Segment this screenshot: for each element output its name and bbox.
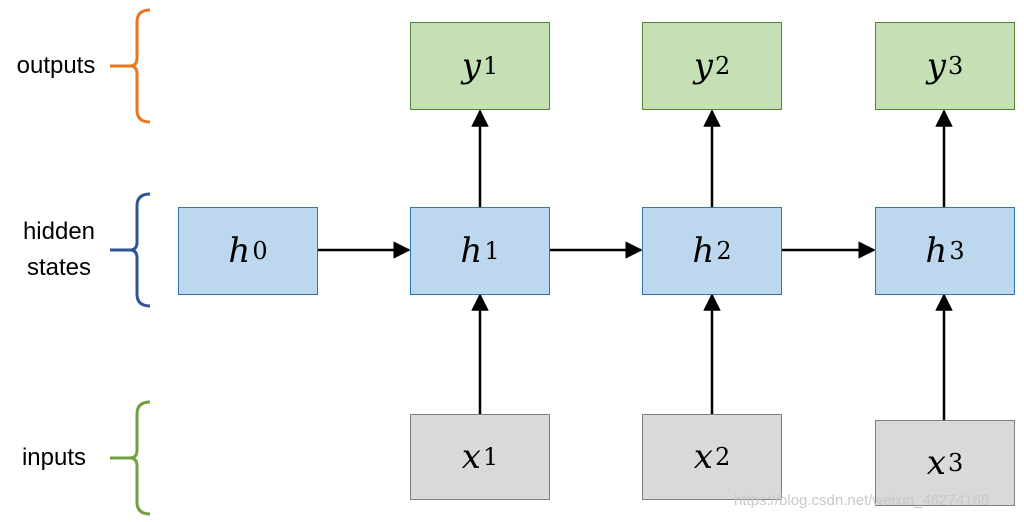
hidden-states-label: hidden states	[6, 214, 112, 286]
node-var: y	[693, 46, 713, 86]
inputs-brace	[129, 400, 151, 516]
node-subscript: 1	[484, 237, 500, 265]
node-var: h	[460, 231, 483, 271]
node-subscript: 2	[716, 237, 732, 265]
node-var: h	[692, 231, 715, 271]
outputs-brace	[129, 8, 151, 124]
node-subscript: 3	[947, 449, 964, 477]
node-var: y	[461, 46, 481, 86]
node-var: x	[461, 437, 481, 477]
node-subscript: 1	[482, 443, 499, 471]
hidden-label-line1: hidden	[22, 218, 96, 245]
node-subscript: 3	[947, 52, 964, 80]
node-subscript: 2	[714, 443, 731, 471]
node-var: y	[926, 46, 946, 86]
node-var: h	[228, 231, 251, 271]
node-var: h	[925, 231, 948, 271]
node-subscript: 1	[482, 52, 499, 80]
watermark-text: https://blog.csdn.net/weixin_46274168	[734, 492, 990, 509]
outputs-label: outputs	[6, 48, 106, 84]
inputs-label: inputs	[4, 440, 104, 476]
node-var: x	[926, 443, 946, 483]
node-subscript: 3	[949, 237, 965, 265]
outputs-label-text: outputs	[16, 52, 96, 79]
node-subscript: 2	[714, 52, 731, 80]
node-var: x	[693, 437, 713, 477]
inputs-label-text: inputs	[21, 444, 87, 471]
hidden-brace	[129, 192, 151, 308]
node-subscript: 0	[252, 237, 268, 265]
hidden-label-line2: states	[26, 254, 92, 281]
